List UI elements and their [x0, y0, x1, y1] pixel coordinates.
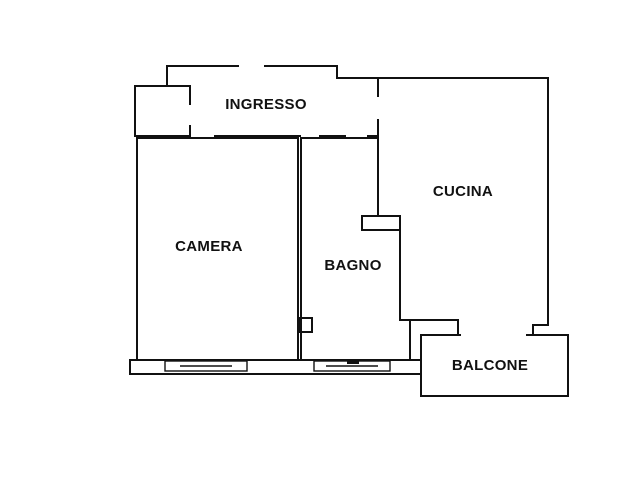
exterior-bottom-wall	[129, 359, 421, 375]
bagno-walls	[299, 137, 411, 372]
camera-label: CAMERA	[175, 238, 243, 255]
ingresso-label: INGRESSO	[225, 96, 307, 113]
bagno-label: BAGNO	[324, 257, 381, 274]
ingresso-walls	[134, 65, 379, 137]
cucina-walls	[361, 77, 549, 336]
balcone-label: BALCONE	[452, 357, 528, 374]
camera-walls	[136, 137, 299, 372]
balcone-walls	[420, 334, 569, 397]
cucina-label: CUCINA	[433, 183, 493, 200]
